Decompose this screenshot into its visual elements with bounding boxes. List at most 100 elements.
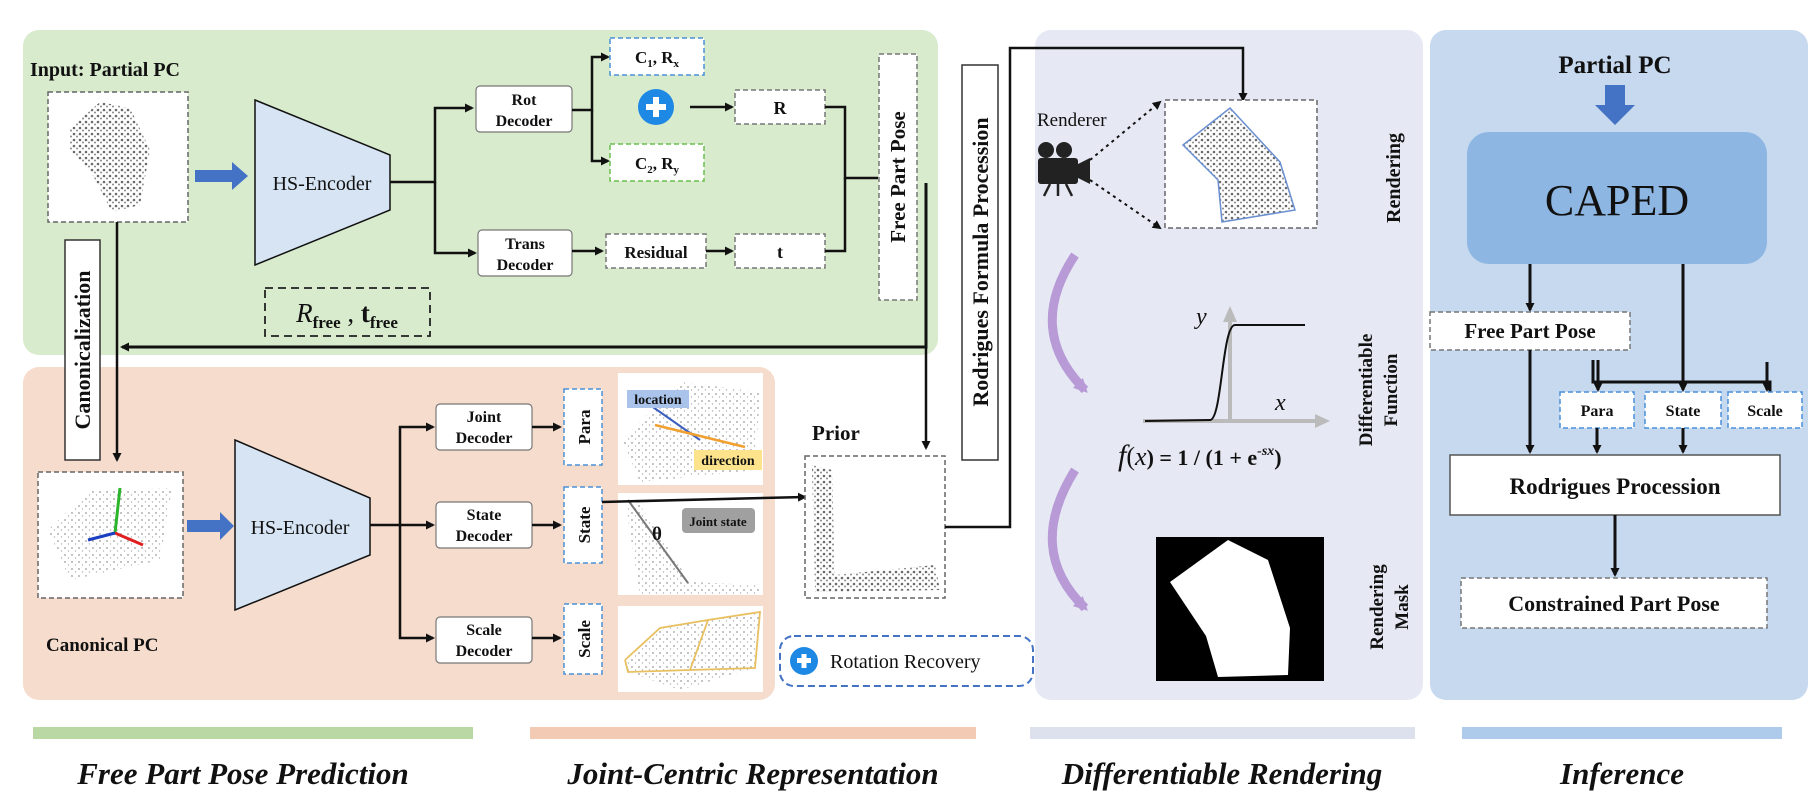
rotation-recovery-legend [779, 635, 1034, 687]
t-box-label: t [777, 242, 783, 262]
hs-encoder-bottom [234, 438, 371, 612]
theta-label: θ [652, 524, 662, 545]
joint-direction-line [654, 423, 746, 449]
caped-box [1467, 132, 1767, 264]
encoder-to-trans-arrow [433, 182, 477, 258]
rot-decoder-line1: Rot [512, 92, 538, 109]
scale-bbox-right [689, 610, 761, 671]
sigmoid-formula: f(x) = 1 / (1 + e-sx) [1118, 439, 1282, 472]
scale-decoder-line2: Decoder [456, 643, 513, 660]
hs-encoder-top-label: HS-Encoder [273, 173, 372, 195]
residual-label: Residual [624, 243, 688, 262]
arrow-icon [187, 512, 234, 540]
rotation-recovery-label: Rotation Recovery [830, 651, 981, 673]
hs-encoder-top [254, 98, 391, 267]
rendering-mask-line2: Mask [1392, 584, 1413, 630]
partial-pc-points [70, 102, 150, 212]
rodrigues-formula-label: Rodrigues Formula Procession [968, 117, 993, 406]
inference-state-box [1644, 391, 1722, 429]
c2-ry-box [609, 143, 705, 182]
caption-inference: Inference [1559, 756, 1684, 791]
c1-rx-label: C1, Rx [635, 48, 680, 70]
rot-to-c2-arrow [590, 110, 610, 166]
scale-decoder-box [435, 616, 533, 664]
prior-points [812, 465, 940, 592]
scale-label: Scale [575, 620, 594, 658]
constrained-pose-label: Constrained Part Pose [1508, 591, 1720, 616]
r-box-label: R [774, 98, 788, 118]
para-box [563, 388, 603, 466]
free-part-pose-vertical-label: Free Part Pose [886, 111, 910, 242]
rfree-tfree-box [264, 287, 431, 337]
sigmoid-y-arrowhead [1223, 306, 1237, 322]
arrow-icon [1595, 85, 1635, 125]
c2-ry-label: C2, Ry [635, 154, 680, 176]
state-to-prior-arrow [601, 492, 807, 504]
inference-scale-box [1727, 391, 1803, 429]
rot-decoder-line2: Decoder [496, 113, 553, 130]
inference-scale-label: Scale [1747, 403, 1783, 420]
para-label: Para [575, 409, 594, 444]
location-tag [627, 390, 689, 408]
free-part-pose-box [878, 53, 918, 301]
diff-function-line1: Differentiable [1356, 334, 1377, 447]
rodrigues-procession-label: Rodrigues Procession [1509, 474, 1720, 499]
caption-joint: Joint-Centric Representation [566, 756, 938, 791]
joint-state-tag [682, 508, 755, 533]
direction-tag [694, 450, 762, 470]
r-box [734, 89, 826, 125]
scale-bbox-left [624, 618, 710, 673]
c1-rx-box [609, 37, 705, 76]
state-box [563, 486, 603, 564]
camera-ray-top [1089, 100, 1162, 161]
inference-free-pose-label: Free Part Pose [1464, 319, 1595, 343]
location-label: location [634, 393, 682, 408]
t-to-pose-line [825, 178, 847, 253]
joint-state-plane [627, 499, 689, 584]
caption-bar-free [33, 727, 473, 739]
inference-state-label: State [1666, 403, 1701, 420]
caption-bar-inference [1462, 727, 1782, 739]
rodrigues-formula-box [961, 64, 999, 461]
constrained-pose-box [1460, 577, 1768, 629]
rfree-tfree-label: Rfree , tfree [295, 298, 398, 332]
encoder-to-rot-arrow [390, 103, 474, 184]
joint-decoder-line2: Decoder [456, 430, 513, 447]
caption-bar-joint [530, 727, 976, 739]
t-box [734, 233, 826, 269]
canonicalization-label: Canonicalization [70, 271, 95, 430]
rot-to-c1-arrow [572, 52, 610, 112]
rodrigues-procession-box [1449, 454, 1781, 516]
state-label: State [575, 506, 594, 543]
inference-partial-pc-label: Partial PC [1558, 52, 1671, 79]
trans-decoder-line1: Trans [505, 236, 545, 253]
sigmoid-curve [1144, 324, 1305, 422]
plus-icon [790, 647, 818, 675]
purple-arrow-bottom [1047, 467, 1089, 612]
r-to-pose-line [825, 105, 878, 180]
direction-label: direction [701, 454, 755, 469]
rendered-pc-points [1181, 106, 1296, 223]
camera-icon [1038, 142, 1090, 197]
free-pose-panel [23, 30, 938, 355]
plus-icon [638, 89, 674, 125]
input-partial-pc-label: Input: Partial PC [30, 59, 180, 81]
enc2-to-joint-arrow [370, 422, 435, 527]
rendering-mask-shape [1170, 540, 1290, 677]
prior-to-render-arrow [945, 46, 1248, 529]
state-decoder-line2: Decoder [456, 528, 513, 545]
caption-render: Differentiable Rendering [1061, 756, 1383, 791]
canonicalization-box [64, 239, 101, 461]
camera-ray-bottom [1089, 179, 1162, 230]
trans-decoder-box [477, 229, 573, 277]
inference-para-label: Para [1581, 403, 1614, 420]
renderer-label: Renderer [1037, 110, 1107, 131]
scale-box [563, 603, 603, 675]
inference-para-box [1559, 391, 1635, 429]
arrow-icon [195, 162, 248, 190]
joint-state-label: Joint state [689, 514, 747, 529]
hs-encoder-bottom-label: HS-Encoder [251, 517, 350, 539]
rendering-mask-line1: Rendering [1367, 564, 1388, 650]
state-decoder-line1: State [467, 507, 502, 524]
